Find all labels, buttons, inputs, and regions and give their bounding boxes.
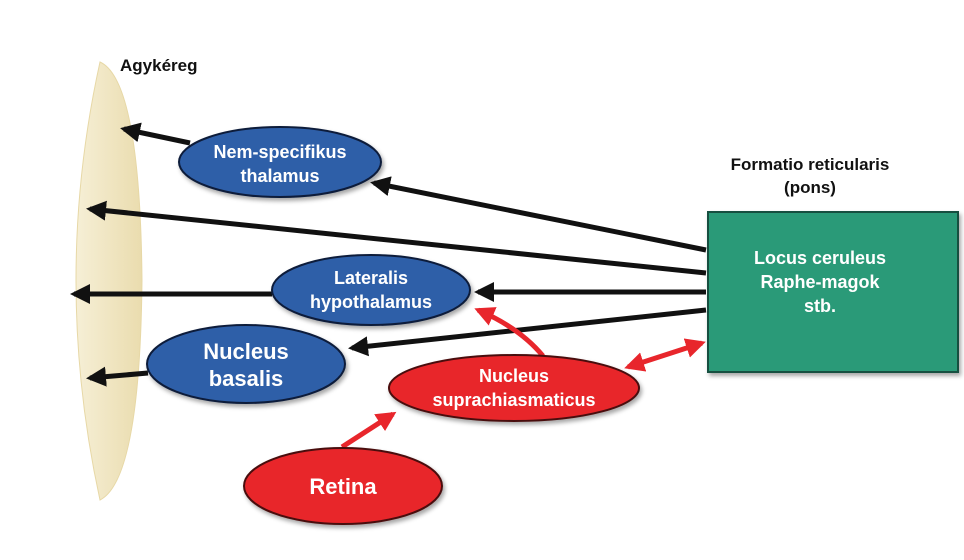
node-hypothalamus	[271, 254, 471, 326]
formatio-title-line2: (pons)	[784, 178, 836, 197]
cortex-band	[75, 61, 143, 501]
formatio-box-line3: stb.	[804, 296, 836, 316]
formatio-title-line1: Formatio reticularis	[731, 155, 890, 174]
arrow-suprachiasmaticus-formatio-bidirectional	[624, 338, 706, 372]
node-suprachiasmaticus	[388, 354, 640, 422]
node-hypothalamus-line1: Lateralis	[334, 268, 408, 288]
formatio-box-line2: Raphe-magok	[760, 272, 880, 292]
cortex-label: Agykéreg	[120, 56, 197, 75]
arrow-retina-to-suprachiasmaticus	[340, 411, 397, 450]
node-suprachiasmaticus-line1: Nucleus	[479, 366, 549, 386]
node-basalis	[146, 324, 346, 404]
arrow-basalis-to-cortex	[86, 366, 149, 387]
node-thalamus-line2: thalamus	[240, 166, 319, 186]
node-thalamus	[178, 126, 382, 198]
node-basalis-line2: basalis	[209, 366, 284, 391]
node-retina-label: Retina	[309, 474, 377, 499]
node-hypothalamus-line2: hypothalamus	[310, 292, 432, 312]
node-basalis-line1: Nucleus	[203, 339, 289, 364]
node-retina	[243, 447, 443, 525]
arrow-formatio-to-cortex	[86, 200, 707, 276]
formatio-box	[707, 211, 959, 373]
arrow-suprachiasmaticus-to-hypothalamus	[474, 307, 545, 358]
node-suprachiasmaticus-line2: suprachiasmaticus	[432, 390, 595, 410]
arrow-thalamus-to-cortex	[120, 122, 191, 146]
formatio-box-line1: Locus ceruleus	[754, 248, 886, 268]
arrow-formatio-to-thalamus	[370, 176, 707, 253]
node-thalamus-line1: Nem-specifikus	[213, 142, 346, 162]
arrow-formatio-to-basalis	[348, 307, 707, 357]
